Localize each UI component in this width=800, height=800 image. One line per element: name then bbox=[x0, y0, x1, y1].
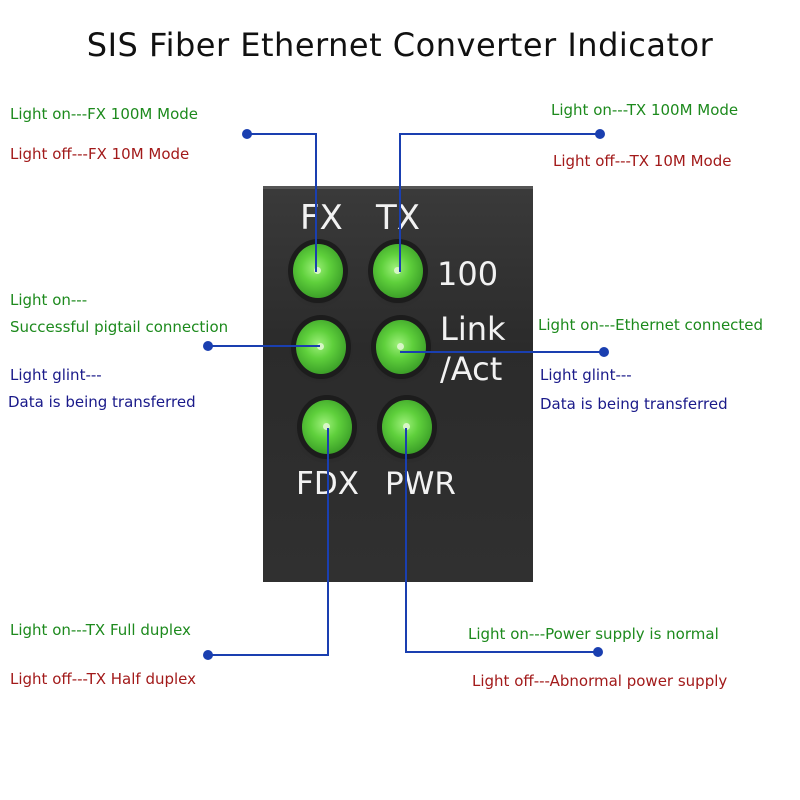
fx-off-text: Light off---FX 10M Mode bbox=[10, 145, 190, 163]
pwr-on-text: Light on---Power supply is normal bbox=[468, 625, 719, 643]
fiber-glint-text-1: Light glint--- bbox=[10, 366, 102, 384]
tx-leader-line bbox=[399, 133, 600, 272]
fdx-off-text: Light off---TX Half duplex bbox=[10, 670, 197, 688]
tx-led bbox=[373, 244, 423, 298]
fx-leader-dot bbox=[242, 129, 252, 139]
fdx-leader-dot bbox=[203, 650, 213, 660]
pwr-label: PWR bbox=[385, 466, 456, 502]
pwr-leader-line bbox=[405, 428, 598, 653]
fdx-on-text: Light on---TX Full duplex bbox=[10, 621, 191, 639]
act-label: /Act bbox=[440, 350, 503, 388]
fiber-glint-text-2: Data is being transferred bbox=[8, 393, 196, 411]
ethernet-on-text: Light on---Ethernet connected bbox=[538, 316, 764, 334]
fx-leader-line bbox=[247, 133, 317, 272]
fx-led bbox=[293, 244, 343, 298]
page-title: SIS Fiber Ethernet Converter Indicator bbox=[86, 26, 714, 64]
pwr-leader-dot bbox=[593, 647, 603, 657]
ethernet-glint-text-1: Light glint--- bbox=[540, 366, 632, 384]
fdx-leader-line bbox=[208, 428, 329, 656]
ethernet-leader-dot bbox=[599, 347, 609, 357]
fiber-on-text-2: Successful pigtail connection bbox=[10, 318, 229, 336]
tx-off-text: Light off---TX 10M Mode bbox=[553, 152, 732, 170]
fx-label: FX bbox=[300, 198, 343, 238]
ethernet-link-led bbox=[376, 320, 426, 374]
ethernet-glint-text-2: Data is being transferred bbox=[540, 395, 728, 413]
fiber-on-text-1: Light on--- bbox=[10, 291, 88, 309]
fiber-leader-dot bbox=[203, 341, 213, 351]
tx-on-text: Light on---TX 100M Mode bbox=[551, 101, 739, 119]
pwr-off-text: Light off---Abnormal power supply bbox=[472, 672, 728, 690]
tx-label: TX bbox=[376, 198, 421, 238]
link-label: Link bbox=[440, 310, 506, 348]
speed-label: 100 bbox=[437, 255, 499, 293]
fx-on-text: Light on---FX 100M Mode bbox=[10, 105, 199, 123]
tx-leader-dot bbox=[595, 129, 605, 139]
